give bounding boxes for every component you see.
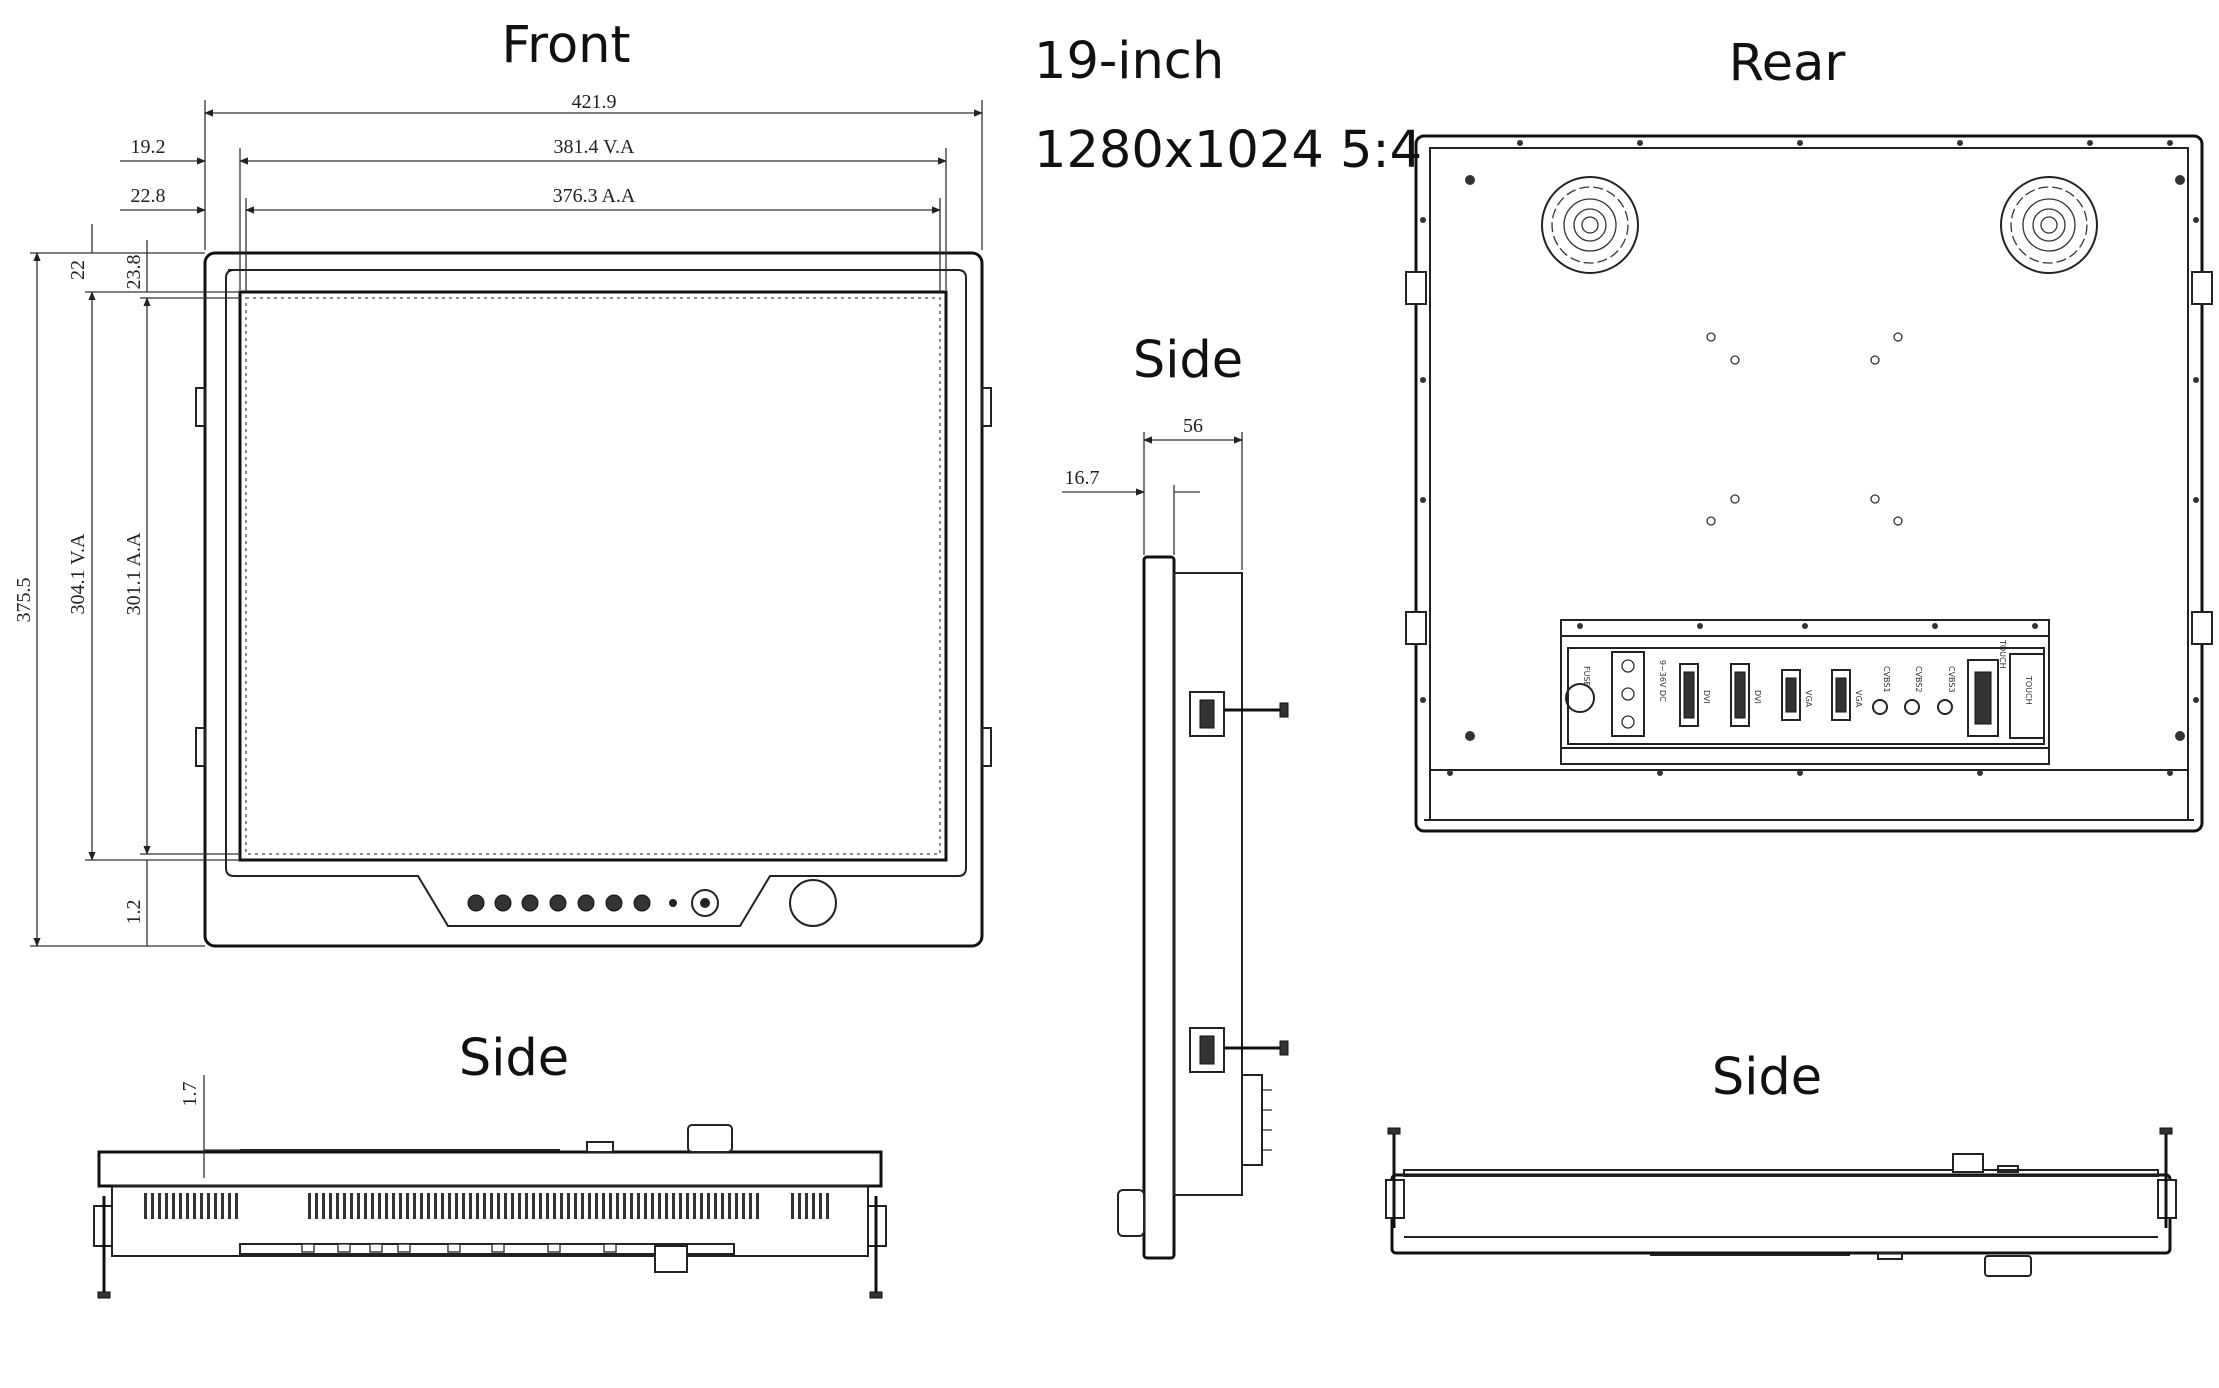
osd-button-icon [467,894,485,912]
dim-top-bezel: 22 [67,260,89,280]
dim-bezel-depth: 16.7 [1065,467,1100,489]
port-label-fuse: FUSE [1582,666,1591,687]
rear-title: Rear [1729,34,1846,93]
osd-button-icon [494,894,512,912]
port-label-touch-top: TOUCH [1998,639,2007,669]
side-view-bottom-right [1385,1127,2177,1277]
dim-active-width: 376.3 A.A [553,185,636,207]
osd-button-icon [577,894,595,912]
port-label-touch: TOUCH [2024,675,2033,705]
port-label-cvbs2: CVBS2 [1914,666,1923,693]
dim-overall-width: 421.9 [572,91,617,113]
rear-view: FUSE 9~36V DC DVI DVI VGA VGA CVBS1 CVBS… [1405,134,2213,833]
spec-size: 19-inch [1034,32,1224,91]
cvbs-port-icon [1872,699,1888,715]
knob-icon [789,879,837,927]
led-indicator-icon [669,899,677,907]
side-view-center: 56 16.7 [1062,415,1289,1260]
dim-active-height: 301.1 A.A [123,532,145,615]
front-title: Front [502,16,631,75]
port-label-power: 9~36V DC [1658,660,1667,702]
port-label-vga1: VGA [1804,690,1813,708]
dim-offset: 1.7 [179,1082,201,1107]
port-label-dvi2: DVI [1753,690,1762,704]
front-view: 421.9 19.2 381.4 V.A 22.8 376.3 A.A 375.… [13,91,992,948]
dim-top-active-offset: 23.8 [123,255,145,290]
side-bottom-left-title: Side [459,1029,569,1088]
power-button-icon [691,889,719,917]
fuse-icon [1565,683,1595,713]
osd-button-icon [605,894,623,912]
spec-resolution: 1280x1024 5:4 [1034,121,1422,180]
cvbs-port-icon [1904,699,1920,715]
side-view-bottom-left: 1.7 [93,1075,887,1299]
osd-button-icon [549,894,567,912]
side-center-title: Side [1133,331,1243,390]
side-bottom-right-title: Side [1712,1048,1822,1107]
port-label-dvi1: DVI [1702,690,1711,704]
dim-depth: 56 [1183,415,1203,437]
dim-viewable-offset: 19.2 [131,136,166,158]
fan-icon [1541,176,1639,274]
dim-bottom-margin: 1.2 [123,900,145,925]
osd-button-icon [521,894,539,912]
port-label-cvbs1: CVBS1 [1882,666,1891,693]
power-terminal-icon [1611,651,1645,737]
osd-button-icon [633,894,651,912]
dim-viewable-width: 381.4 V.A [554,136,636,158]
port-label-vga2: VGA [1854,690,1863,708]
port-label-cvbs3: CVBS3 [1947,666,1956,693]
cvbs-port-icon [1937,699,1953,715]
dim-active-offset: 22.8 [131,185,166,207]
fan-icon [2000,176,2098,274]
dim-viewable-height: 304.1 V.A [67,533,89,615]
dim-overall-height: 375.5 [13,578,35,623]
